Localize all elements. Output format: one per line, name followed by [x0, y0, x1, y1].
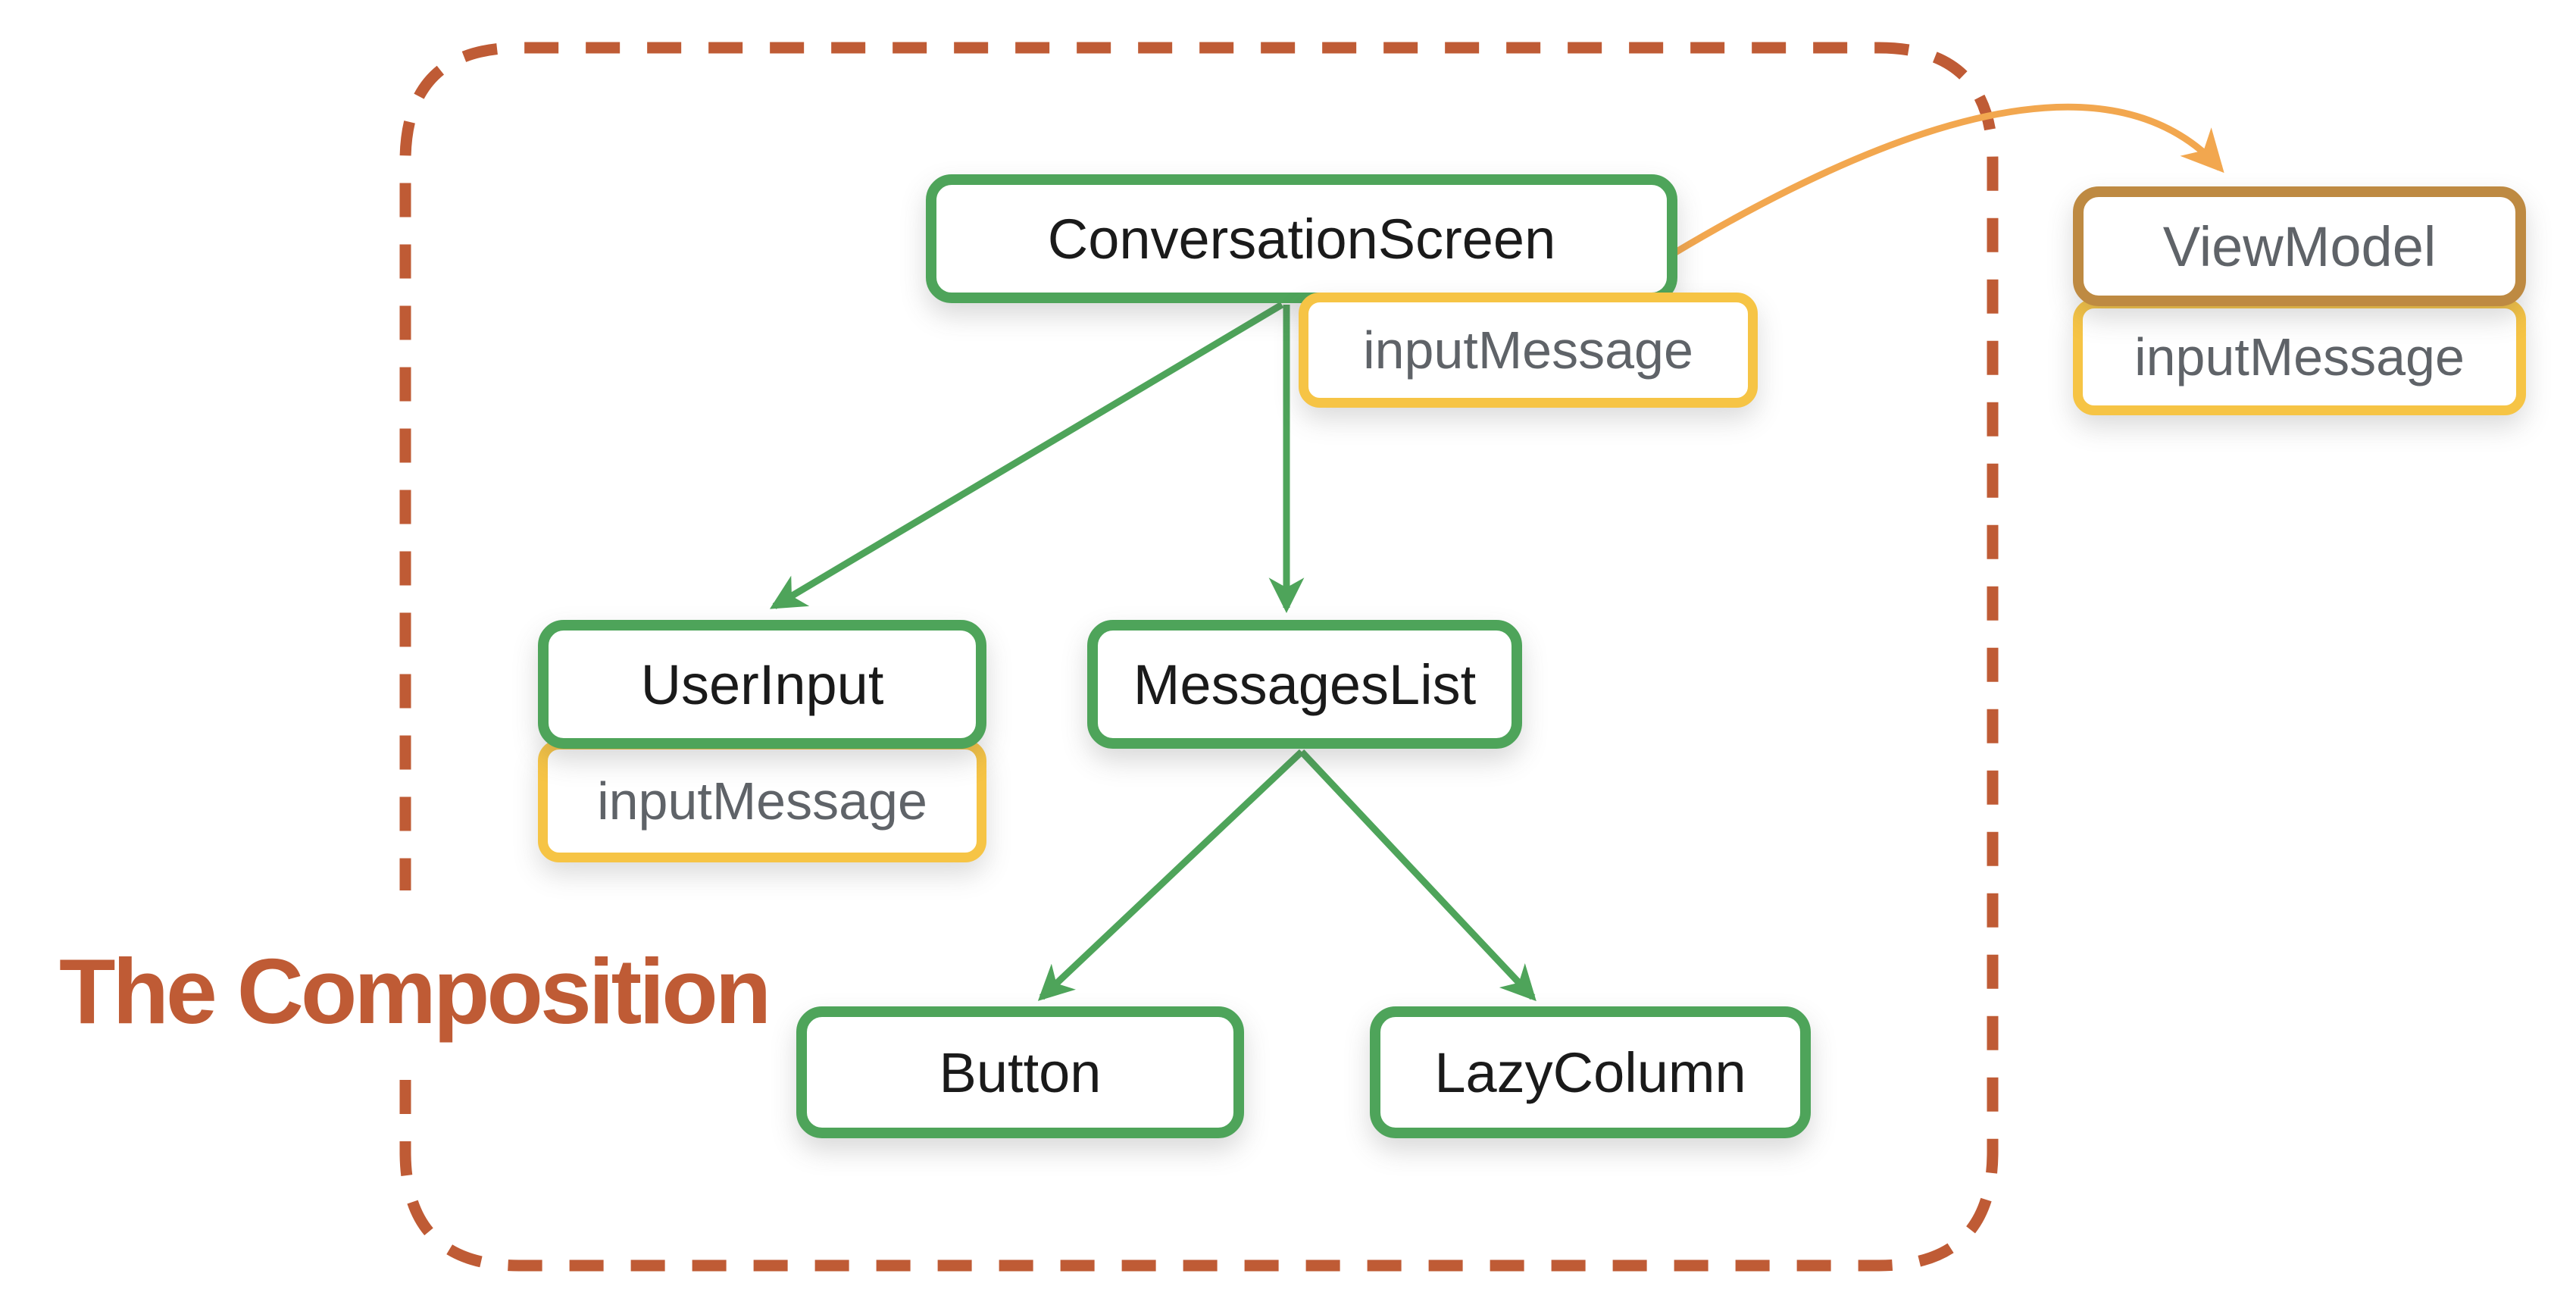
node-lazy-column-label: LazyColumn: [1434, 1040, 1746, 1104]
edge-messageslist-lazycolumn: [1299, 749, 1537, 1002]
node-view-model: ViewModel: [2073, 186, 2526, 306]
state-badge-user-input-label: inputMessage: [597, 771, 927, 831]
state-badge-user-input: inputMessage: [538, 740, 986, 862]
node-messages-list: MessagesList: [1087, 620, 1522, 749]
diagram-title: The Composition: [59, 940, 771, 1043]
node-conversation-screen-label: ConversationScreen: [1047, 207, 1556, 271]
edge-messageslist-button: [1037, 749, 1305, 1001]
node-button: Button: [796, 1006, 1244, 1138]
edge-conversationscreen-userinput: [769, 302, 1284, 609]
node-lazy-column: LazyColumn: [1370, 1006, 1811, 1138]
composition-boundary: [399, 42, 1999, 1272]
node-button-label: Button: [939, 1040, 1102, 1104]
node-conversation-screen: ConversationScreen: [926, 174, 1677, 303]
state-badge-conversation-screen: inputMessage: [1299, 293, 1758, 408]
node-user-input-label: UserInput: [640, 652, 884, 716]
state-badge-conversation-screen-label: inputMessage: [1363, 321, 1693, 380]
node-user-input: UserInput: [538, 620, 986, 749]
node-messages-list-label: MessagesList: [1133, 652, 1477, 716]
node-view-model-label: ViewModel: [2162, 214, 2437, 278]
edge-conversationscreen-viewmodel: [1671, 103, 2224, 257]
state-badge-view-model-label: inputMessage: [2134, 327, 2465, 386]
state-badge-view-model: inputMessage: [2073, 299, 2526, 415]
